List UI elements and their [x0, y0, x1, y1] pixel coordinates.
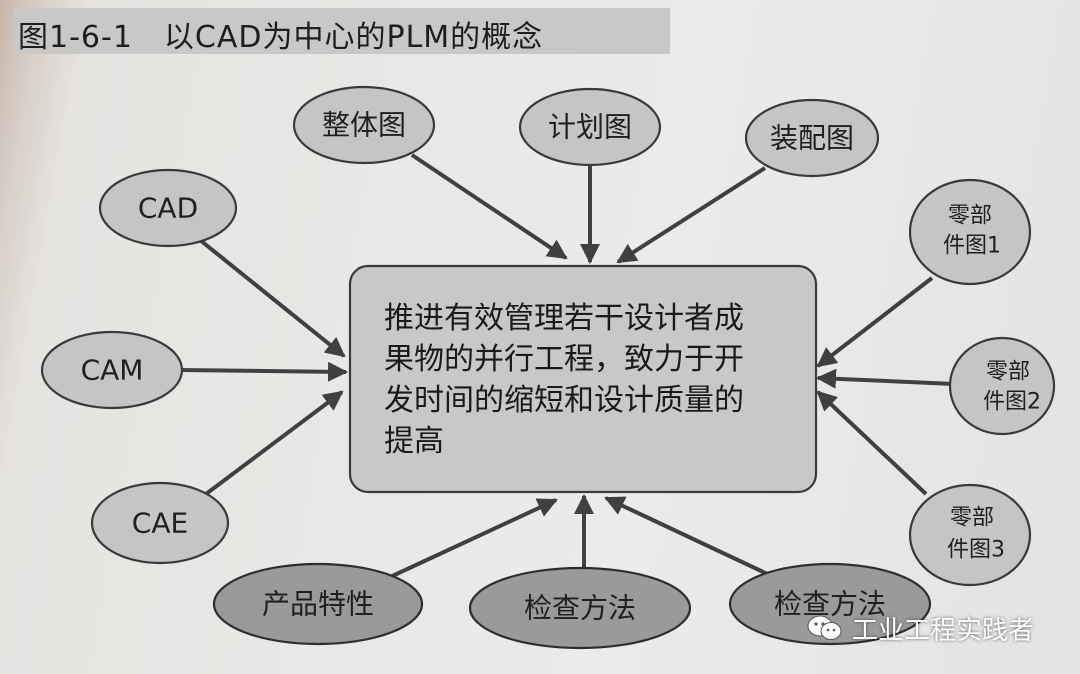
- figure-caption-bar: [14, 8, 670, 54]
- node-product-characteristics-label: 产品特性: [262, 588, 374, 621]
- node-cad-label: CAD: [138, 192, 198, 225]
- node-inspection-method-1: [468, 566, 692, 650]
- arrow-overall-to-center: [410, 153, 568, 260]
- center-line-2: 果物的并行工程，致力于开: [384, 342, 744, 377]
- arrow-inspection2-to-center: [604, 496, 777, 580]
- node-cam: [40, 330, 184, 410]
- node-cad: [98, 168, 238, 248]
- node-part-drawing-3-label-line2: 件图3: [947, 538, 1005, 563]
- node-plan-drawing-label: 计划图: [548, 111, 632, 144]
- figure-caption: 图1-6-1 以CAD为中心的PLM的概念: [18, 20, 544, 55]
- node-part-drawing-2-label-line1: 零部: [986, 360, 1030, 385]
- center-line-4: 提高: [384, 424, 444, 459]
- node-inspection-method-2: [728, 562, 932, 646]
- node-assembly-drawing: [744, 98, 880, 178]
- arrow-part3-to-center: [816, 390, 928, 496]
- arrow-product-to-center: [387, 498, 558, 580]
- node-part-drawing-2: [948, 336, 1056, 436]
- center-box: [348, 264, 818, 494]
- node-overall-drawing-label: 整体图: [322, 109, 406, 142]
- arrow-cam-to-center: [179, 361, 348, 382]
- arrow-part2-to-center: [816, 368, 955, 389]
- arrow-cad-to-center: [198, 238, 346, 358]
- node-cae-label: CAE: [132, 507, 188, 540]
- watermark-text: 工业工程实践者: [852, 615, 1035, 646]
- arrow-part1-to-center: [816, 276, 934, 368]
- node-plan-drawing: [518, 87, 662, 167]
- center-line-3: 发时间的缩短和设计质量的: [384, 383, 744, 418]
- node-inspection-method-2-label: 检查方法: [774, 588, 886, 621]
- node-inspection-method-1-label: 检查方法: [524, 592, 636, 625]
- node-part-drawing-1-label-line2: 件图1: [943, 234, 1001, 259]
- node-part-drawing-2-label-line2: 件图2: [983, 390, 1041, 415]
- node-product-characteristics: [212, 562, 424, 646]
- node-cae: [90, 481, 230, 565]
- arrow-cae-to-center: [204, 390, 344, 496]
- node-overall-drawing: [292, 85, 436, 165]
- node-part-drawing-3-label-line1: 零部: [950, 506, 994, 531]
- watermark: 工业工程实践者: [806, 610, 1034, 646]
- node-part-drawing-3: [908, 483, 1032, 587]
- center-description: 推进有效管理若干设计者成 果物的并行工程，致力于开 发时间的缩短和设计质量的 提…: [384, 298, 804, 462]
- node-assembly-drawing-label: 装配图: [770, 122, 854, 155]
- node-part-drawing-1-label-line1: 零部: [948, 204, 992, 229]
- node-cam-label: CAM: [81, 354, 144, 387]
- arrow-assembly-to-center: [616, 166, 767, 264]
- wechat-icon: [807, 615, 842, 640]
- node-part-drawing-1: [908, 178, 1032, 286]
- center-line-1: 推进有效管理若干设计者成: [384, 301, 744, 336]
